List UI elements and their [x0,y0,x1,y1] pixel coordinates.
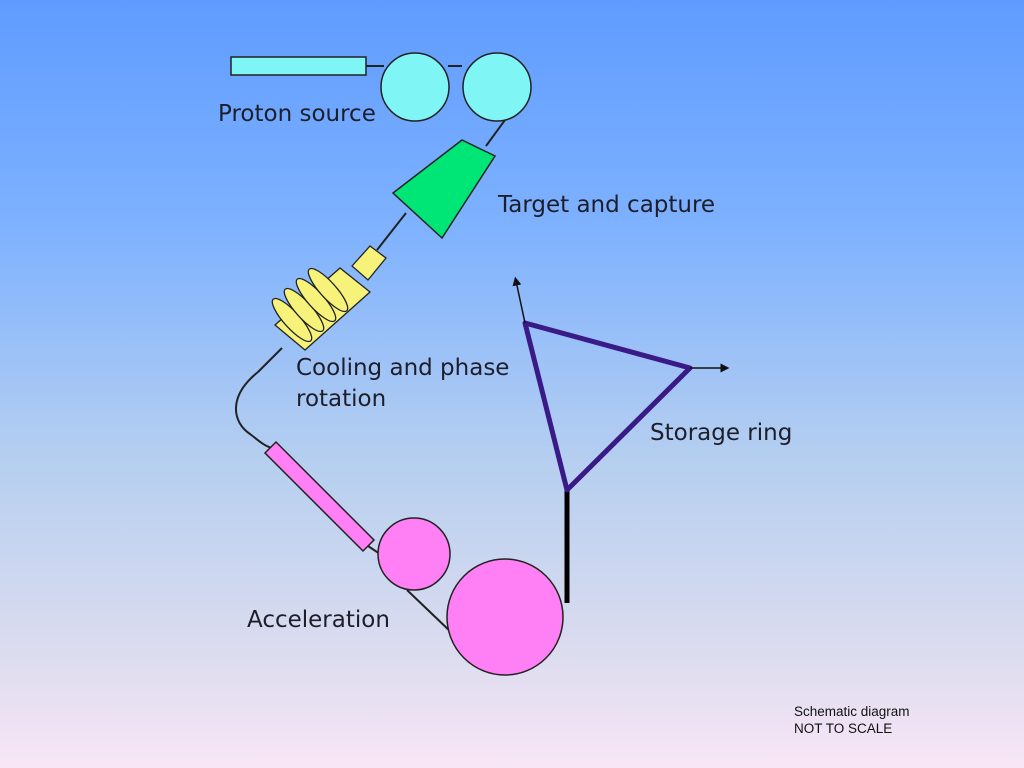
scale-note-line2: NOT TO SCALE [794,721,893,736]
recirculating-ring-small [377,517,451,591]
target-capture-label: Target and capture [498,192,716,218]
beamline-bend [235,371,273,449]
scale-note: Schematic diagram NOT TO SCALE [794,703,910,737]
target-capture-horn [391,139,497,240]
proton-source-label: Proton source [218,101,376,127]
beamline-to-cooling-lower [257,347,283,373]
cooling-label-line2: rotation [296,386,387,412]
beamline-to-main-ring [406,589,454,635]
recirculating-ring-large [446,558,564,676]
acceleration-section [263,440,564,676]
proton-linac [230,56,367,76]
beamline-to-cooling [376,212,407,251]
beamline [235,119,506,635]
cooling-label: Cooling and phase rotation [296,353,509,415]
muon-linac [263,440,376,553]
cooling-section [271,245,387,351]
storage-ring [522,320,693,493]
acceleration-label: Acceleration [247,607,390,633]
proton-ring-2 [462,52,532,122]
cooling-label-line1: Cooling and phase [296,355,510,381]
proton-ring-1 [380,52,450,122]
cooling-channel-narrow [351,245,387,281]
scale-note-line1: Schematic diagram [794,704,910,719]
neutrino-beam-arrow-up [512,276,526,324]
storage-ring-label: Storage ring [650,420,793,446]
beamline-to-target [485,119,506,147]
proton-source [230,52,532,122]
cooling-coil-4 [307,267,349,313]
